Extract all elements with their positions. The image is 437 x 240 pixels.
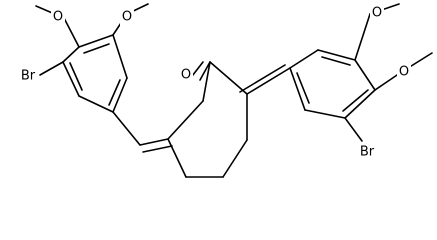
svg-text:O: O bbox=[372, 6, 382, 21]
right-methoxy-lower-oxygen: O bbox=[397, 64, 411, 81]
right-bromine: Br bbox=[356, 144, 378, 161]
ketone-oxygen: O bbox=[179, 67, 193, 84]
right-aryl-ring bbox=[289, 49, 376, 119]
left-benzylidene-double-bond bbox=[112, 111, 173, 153]
svg-text:Br: Br bbox=[21, 69, 36, 84]
left-bromo-bond bbox=[39, 61, 64, 76]
left-bromine: Br bbox=[17, 68, 39, 85]
left-methoxy-upper-oxygen: O bbox=[120, 9, 134, 26]
left-methoxy-top-oxygen: O bbox=[51, 9, 65, 26]
left-aryl-ring bbox=[62, 34, 128, 113]
cyclohexanone-ring bbox=[167, 61, 248, 178]
svg-text:O: O bbox=[122, 10, 132, 25]
chemical-structure-diagram: O O Br O O O Br bbox=[17, 3, 433, 178]
svg-text:O: O bbox=[399, 65, 409, 80]
svg-text:O: O bbox=[181, 68, 191, 83]
right-bromo-bond bbox=[344, 117, 363, 142]
svg-text:O: O bbox=[53, 10, 63, 25]
svg-text:Br: Br bbox=[360, 145, 375, 160]
right-methoxy-upper-oxygen: O bbox=[370, 5, 384, 22]
right-benzylidene-double-bond bbox=[239, 64, 291, 95]
